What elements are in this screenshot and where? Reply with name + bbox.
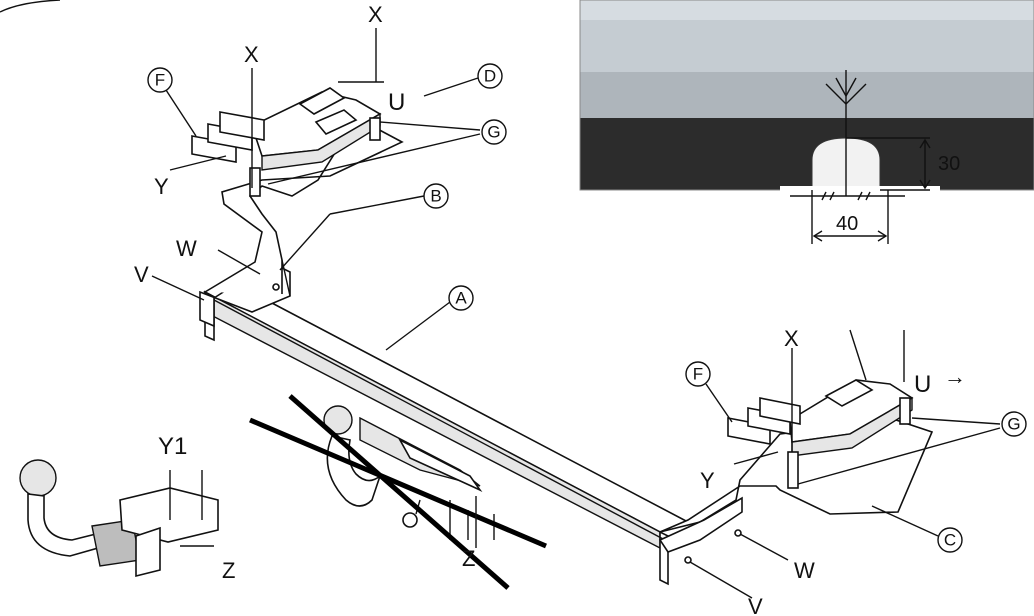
label-F-right: F xyxy=(693,365,703,384)
label-Y1: Y1 xyxy=(158,433,187,460)
label-F-right-marker: F xyxy=(685,361,711,387)
label-W-right: W xyxy=(794,558,815,583)
left-mounting-pad xyxy=(191,87,382,197)
label-X-right: X xyxy=(784,326,799,351)
label-F-left: F xyxy=(155,71,165,90)
label-G-left-marker: G xyxy=(481,119,507,145)
bumper-cutout-photo xyxy=(579,0,1034,191)
dimension-width: 40 xyxy=(836,213,858,235)
right-mounting-pad xyxy=(727,379,914,489)
cutout-dimensions: 30 40 xyxy=(790,70,960,244)
label-U-right: U xyxy=(914,371,931,398)
label-Y-right: Y xyxy=(700,468,715,493)
label-U-left: U xyxy=(388,89,405,116)
label-A-marker: A xyxy=(448,285,474,311)
label-C: C xyxy=(944,531,956,550)
label-G-right-marker: G xyxy=(1001,411,1027,437)
label-X-top: X xyxy=(368,2,383,27)
label-Z-center: Z xyxy=(462,546,475,571)
label-V-left: V xyxy=(134,262,149,287)
label-U-right-arrow: → xyxy=(944,364,966,389)
label-Z-detail: Z xyxy=(222,558,235,583)
label-G-left: G xyxy=(487,123,500,142)
label-D-marker: D xyxy=(477,63,503,89)
label-G-right: G xyxy=(1007,415,1020,434)
label-Y-left: Y xyxy=(154,174,169,199)
label-C-marker: C xyxy=(937,527,963,553)
label-F-left-marker: F xyxy=(147,67,173,93)
label-D: D xyxy=(484,67,496,86)
label-V-right: V xyxy=(748,594,763,616)
label-W-left: W xyxy=(176,236,197,261)
crossed-out-marks xyxy=(249,394,547,590)
label-B: B xyxy=(430,187,441,206)
dimension-height: 30 xyxy=(938,153,960,175)
detachable-ball-detail xyxy=(19,459,219,578)
label-X-left: X xyxy=(244,42,259,67)
corner-frame-arc xyxy=(0,0,61,13)
label-B-marker: B xyxy=(423,183,449,209)
tow-ball-assembly xyxy=(323,405,495,540)
label-A: A xyxy=(455,289,467,308)
leader-lines xyxy=(151,28,1001,599)
